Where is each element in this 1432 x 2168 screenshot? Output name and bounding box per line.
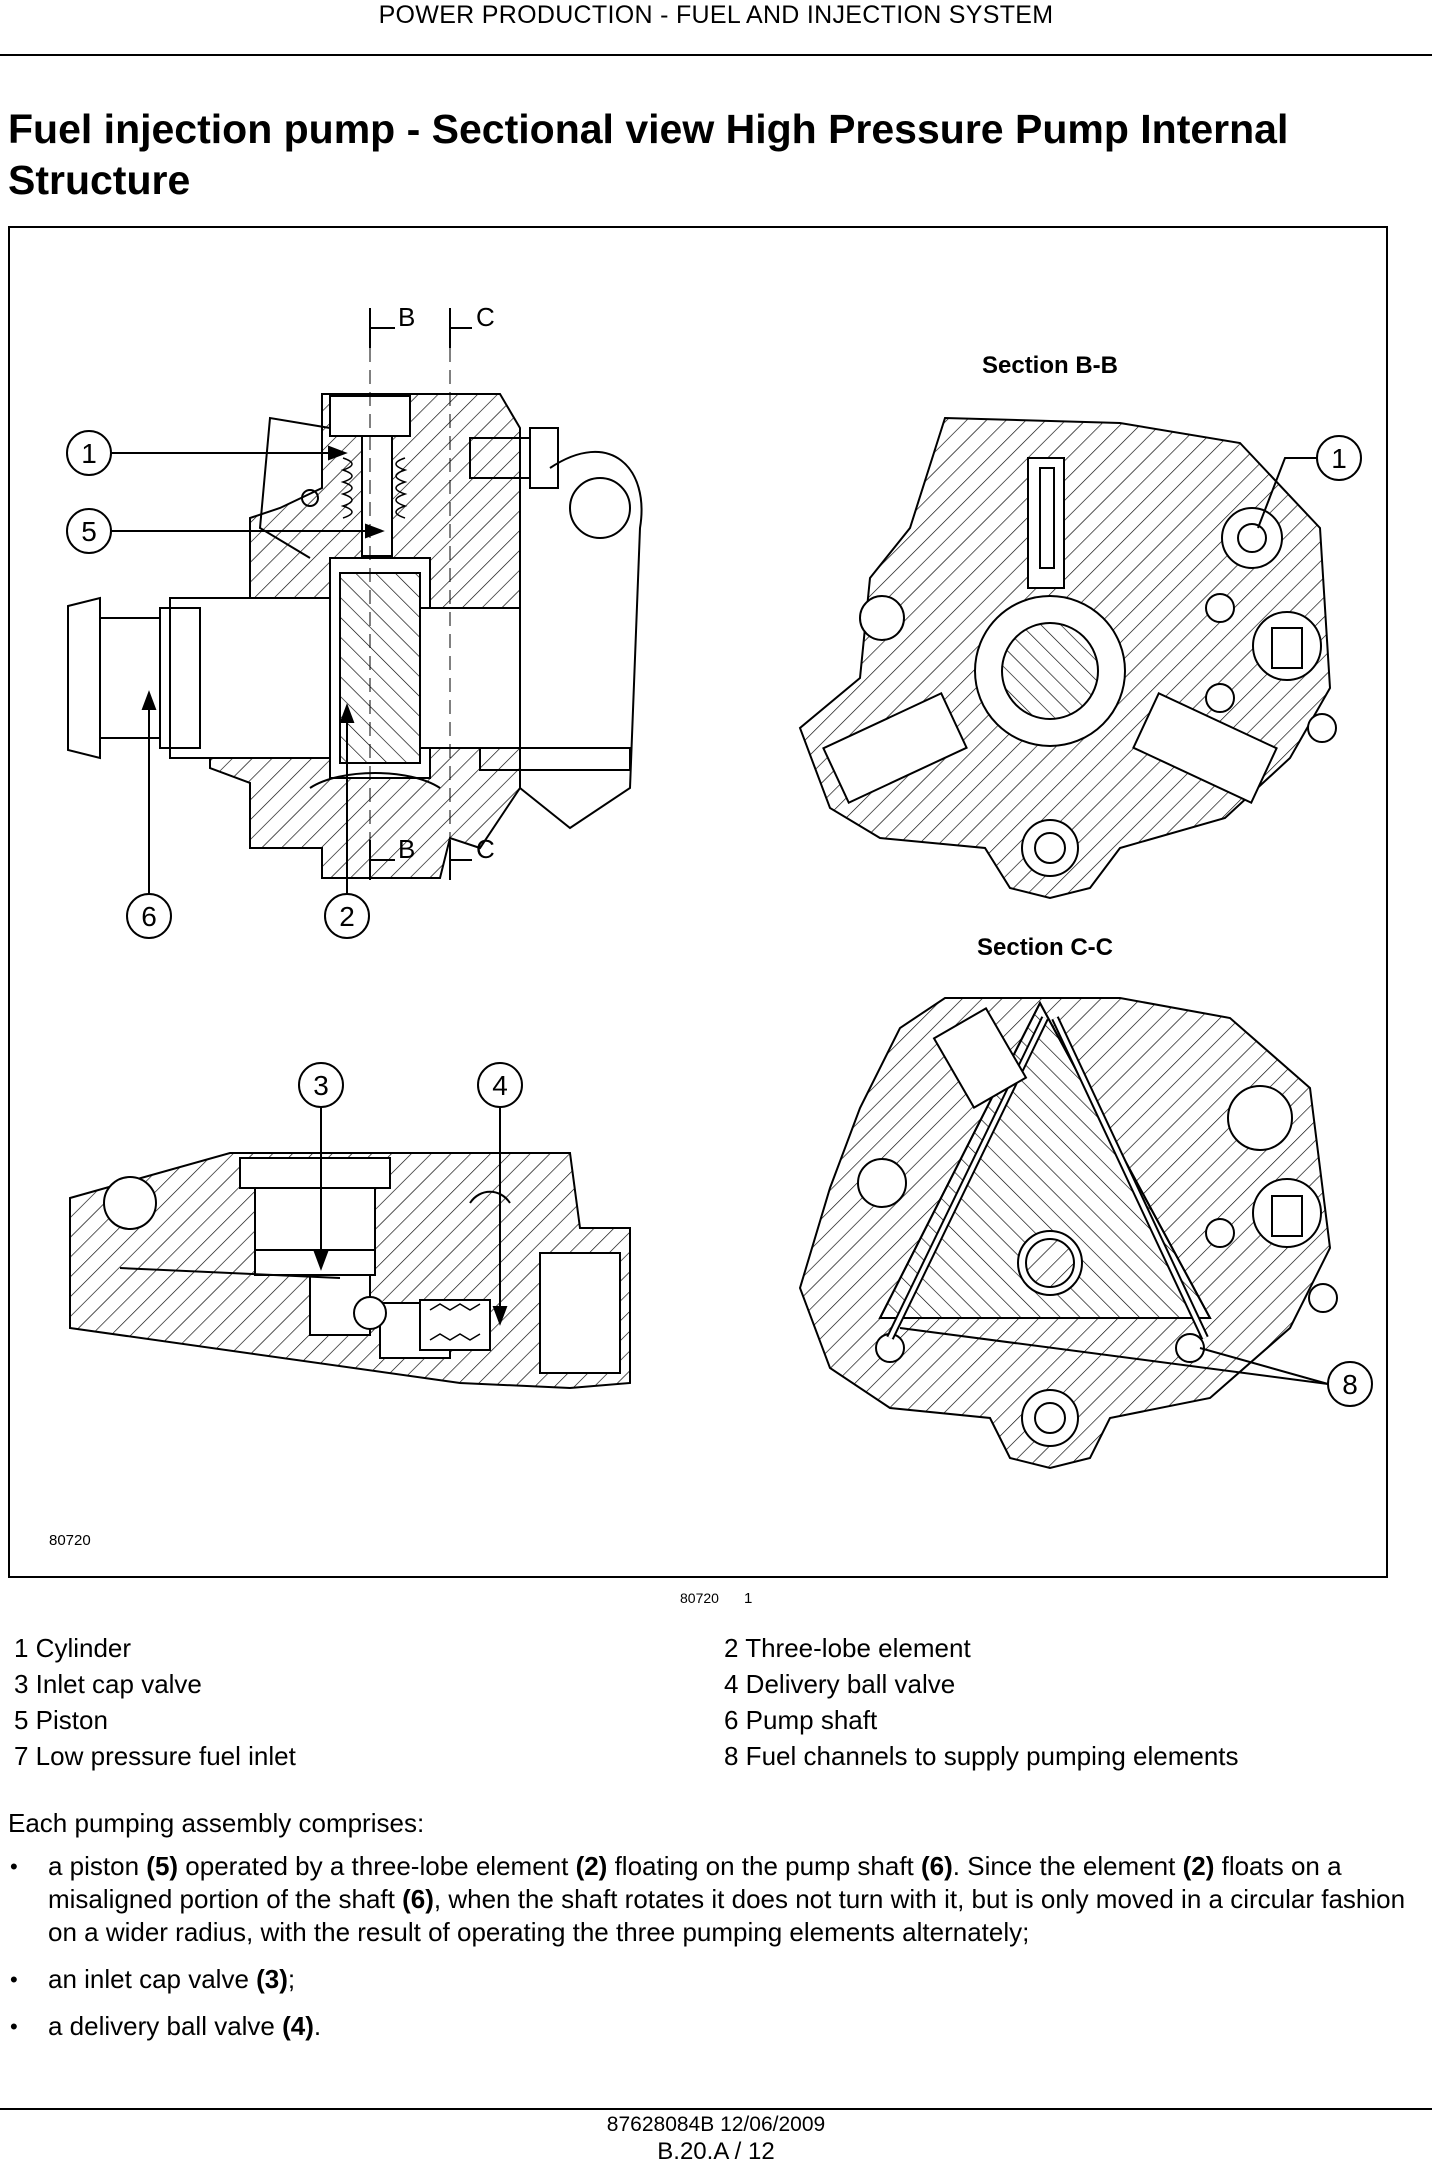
callout-1-bb: 1 [1257,435,1362,529]
figure-code-inside: 80720 [49,1532,91,1549]
bullet-text: operated by a three-lobe element [178,1851,576,1881]
bullet-text: ; [287,1964,296,1994]
page-title: Fuel injection pump - Sectional view Hig… [8,106,1289,203]
bullet-text: . Since the element [952,1851,1183,1881]
bullet-text: floats on a misaligned portion of the sh… [48,1851,1342,1914]
bullet-text: floating on the pump shaft [607,1851,921,1881]
callout-4-detail: 4 [477,1062,523,1326]
legend-item: 1 Cylinder [14,1633,132,1663]
legend-item: 3 Inlet cap valve [14,1669,202,1699]
cut-label-c-bottom: C [476,834,495,864]
svg-text:6: 6 [141,901,157,932]
legend-item: 8 Fuel channels to supply pumping elemen… [724,1741,1239,1771]
callout-1-main: 1 [66,430,348,476]
legend-row: 7 Low pressure fuel inlet 8 Fuel channel… [14,1738,1424,1774]
bullet-ref: (5) [146,1851,179,1881]
callout-2-main: 2 [324,703,370,939]
intro-paragraph: Each pumping assembly comprises: [8,1808,425,1838]
bullet-text: an inlet cap valve [48,1964,257,1994]
section-bb-view [798,416,1337,900]
bullet-text: . [313,2011,322,2041]
legend-row: 1 Cylinder 2 Three-lobe element [14,1630,1424,1666]
bullet-item-inlet-valve: • an inlet cap valve (3); [8,1963,1428,1996]
footer-rule [0,2108,1432,2110]
bullet-ref: (6) [402,1884,434,1914]
bullet-item-piston: • a piston (5) operated by a three-lobe … [8,1850,1428,1949]
bullet-text: a piston [48,1851,147,1881]
running-header: POWER PRODUCTION - FUEL AND INJECTION SY… [378,1,1054,29]
legend-item: 6 Pump shaft [724,1705,878,1735]
cut-label-b-top: B [398,302,415,332]
bullet-list: • a piston (5) operated by a three-lobe … [8,1850,1428,2057]
footer-document-id: 87628084B 12/06/2009 [606,2113,826,2136]
pump-diagram: B C B C 1 5 6 2 Section [66,302,1373,1470]
legend-item: 2 Three-lobe element [724,1633,971,1663]
figure-caption-number: 1 [744,1590,753,1607]
header-rule [0,54,1432,56]
inlet-delivery-detail-view [69,1152,631,1390]
legend-item: 7 Low pressure fuel inlet [14,1741,296,1771]
bullet-ref: (3) [256,1964,288,1994]
bullet-item-delivery-valve: • a delivery ball valve (4). [8,2010,1428,2043]
main-section-view [67,308,643,880]
svg-text:5: 5 [81,516,97,547]
legend-item: 4 Delivery ball valve [724,1669,956,1699]
legend-row: 5 Piston 6 Pump shaft [14,1702,1424,1738]
svg-text:3: 3 [313,1070,329,1101]
callout-3-detail: 3 [298,1062,344,1271]
bullet-marker: • [10,1854,18,1879]
section-bb-label: Section B-B [982,352,1118,379]
callout-5-main: 5 [66,508,385,554]
legend-row: 3 Inlet cap valve 4 Delivery ball valve [14,1666,1424,1702]
svg-text:4: 4 [492,1070,508,1101]
svg-text:1: 1 [81,438,97,469]
callout-8-cc: 8 [899,1327,1373,1407]
figure-caption-code: 80720 [680,1590,719,1606]
section-cc-label: Section C-C [977,934,1113,961]
bullet-ref: (4) [282,2011,314,2041]
bullet-ref: (2) [1182,1851,1215,1881]
legend: 1 Cylinder 2 Three-lobe element 3 Inlet … [14,1630,1424,1774]
bullet-ref: (2) [575,1851,608,1881]
figure-frame: B C B C 1 5 6 2 Section [8,226,1388,1578]
bullet-text: , when the shaft rotates it does not tur… [48,1884,1406,1947]
bullet-marker: • [10,2014,18,2039]
bullet-ref: (6) [921,1851,953,1881]
callout-6-main: 6 [126,690,172,939]
footer-page-number: B.20.A / 12 [657,2138,775,2165]
svg-text:1: 1 [1331,443,1347,474]
cut-label-b-bottom: B [398,834,415,864]
svg-text:8: 8 [1342,1369,1358,1400]
cut-label-c-top: C [476,302,495,332]
bullet-text: a delivery ball valve [48,2011,283,2041]
svg-text:2: 2 [339,901,355,932]
section-cc-view [798,997,1338,1470]
legend-item: 5 Piston [14,1705,108,1735]
bullet-marker: • [10,1967,18,1992]
